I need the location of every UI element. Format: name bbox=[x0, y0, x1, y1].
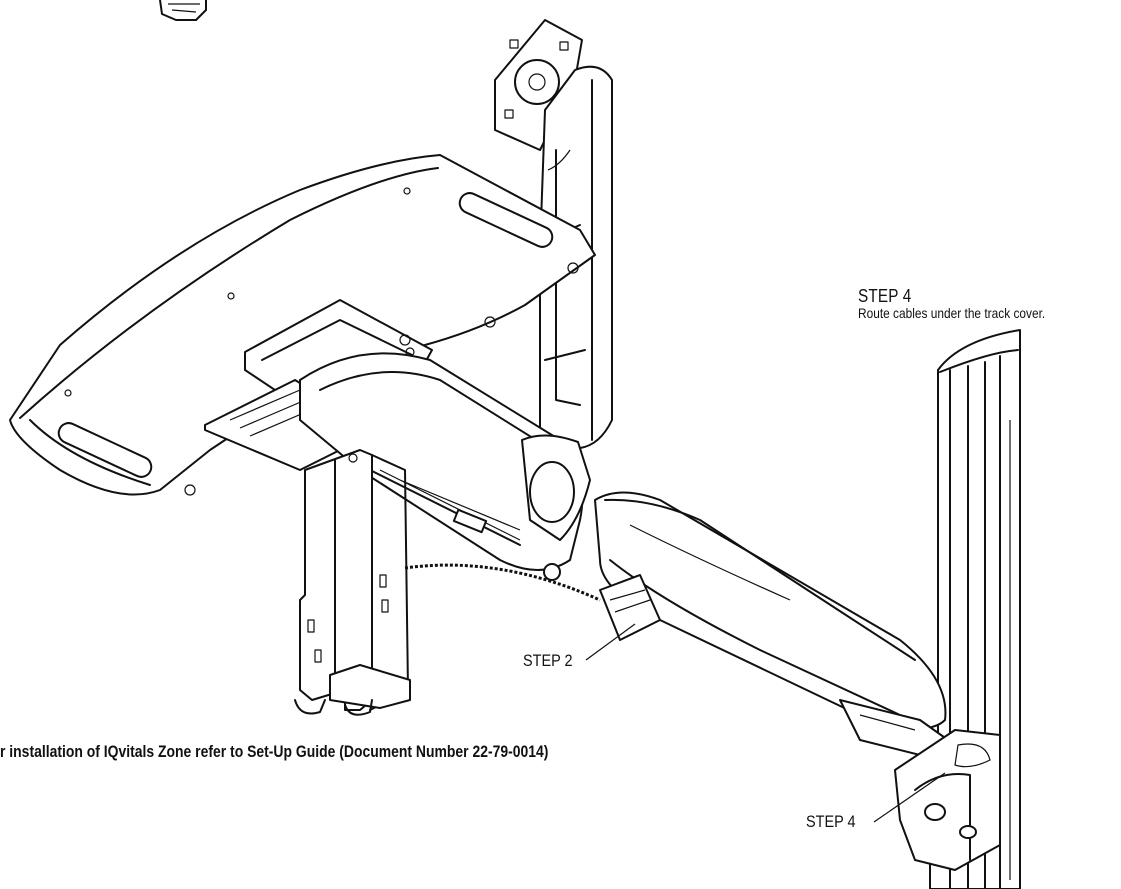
wall-bracket bbox=[894, 729, 1001, 871]
step2-leader-line bbox=[585, 623, 636, 661]
hanger-bracket bbox=[294, 449, 411, 716]
step4-leader-line bbox=[873, 772, 946, 823]
step4-callout: STEP 4 bbox=[806, 812, 856, 831]
arm-link bbox=[299, 352, 584, 581]
step4-description: Route cables under the track cover. bbox=[858, 305, 1046, 321]
installation-note: r installation of IQvitals Zone refer to… bbox=[0, 742, 549, 761]
elbow-joint bbox=[521, 434, 591, 541]
cropped-fragment bbox=[159, 0, 207, 21]
gas-spring-arm bbox=[594, 491, 956, 761]
cable bbox=[404, 563, 601, 602]
step2-callout: STEP 2 bbox=[523, 651, 573, 670]
step4-title: STEP 4 bbox=[858, 286, 912, 306]
